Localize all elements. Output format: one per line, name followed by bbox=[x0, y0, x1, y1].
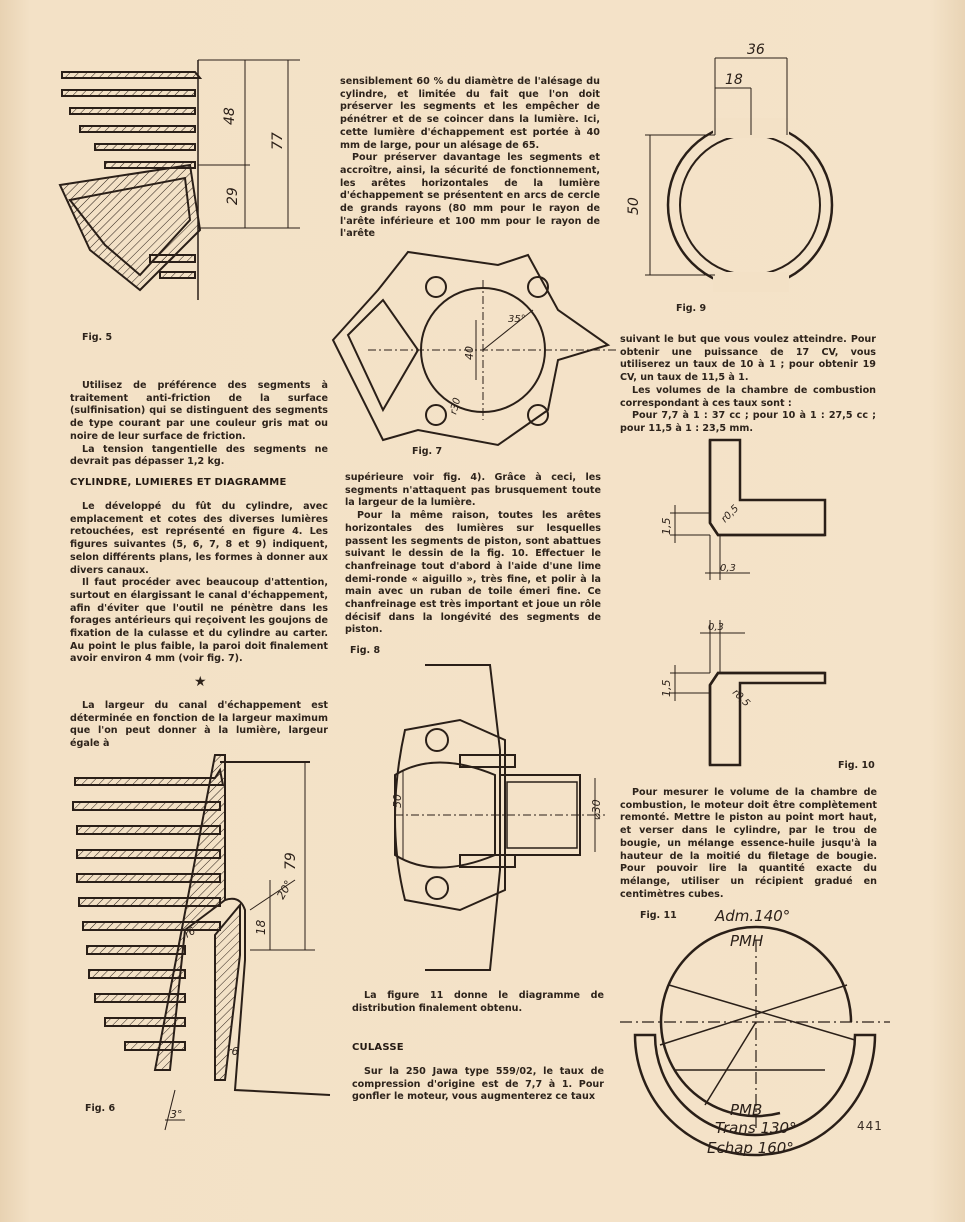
figure-11-caption: Fig. 11 bbox=[640, 910, 677, 921]
figure-10-drawing: 1,5 r0,5 0,3 0,3 1,5 r0,5 bbox=[660, 438, 827, 767]
figure-11-diagram: Adm.140° PMH PMB Trans 130° Echap 160° bbox=[620, 907, 890, 1157]
fig11-label-pmh: PMH bbox=[730, 932, 763, 950]
paragraph: supérieure voir fig. 4). Grâce à ceci, l… bbox=[345, 472, 601, 509]
col1-text-top: Utilisez de préférence des segments à tr… bbox=[70, 380, 328, 469]
fig10-dim-1-5-top: 1,5 bbox=[660, 518, 673, 536]
col2-text-bottom: La figure 11 donne le diagramme de distr… bbox=[352, 990, 604, 1015]
col3-text-top: suivant le but que vous voulez atteindre… bbox=[620, 334, 876, 436]
fig7-dim-35deg: 35° bbox=[508, 314, 526, 325]
paragraph: Sur la 250 Jawa type 559/02, le taux de … bbox=[352, 1066, 604, 1103]
fig6-dim-18: 18 bbox=[254, 919, 268, 935]
paragraph: La figure 11 donne le diagramme de distr… bbox=[352, 990, 604, 1014]
fig10-dim-r0-5-bottom: r0,5 bbox=[730, 687, 752, 709]
fig11-label-echap: Echap 160° bbox=[707, 1139, 794, 1157]
fig5-dim-77: 77 bbox=[270, 132, 286, 150]
figure-9-caption: Fig. 9 bbox=[676, 303, 707, 314]
paragraph: Il faut procéder avec beaucoup d'attenti… bbox=[70, 577, 328, 665]
fig6-dim-r6-bottom: r6 bbox=[227, 1045, 239, 1058]
fig7-dim-r30: r30 bbox=[448, 397, 463, 416]
col2-text-middle: supérieure voir fig. 4). Grâce à ceci, l… bbox=[345, 472, 601, 637]
fig11-label-pmb: PMB bbox=[730, 1101, 762, 1119]
paragraph: Utilisez de préférence des segments à tr… bbox=[70, 380, 328, 442]
paragraph: sensiblement 60 % du diamètre de l'alésa… bbox=[340, 76, 600, 151]
paragraph: Les volumes de la chambre de combustion … bbox=[620, 384, 876, 409]
paragraph: Le développé du fût du cylindre, avec em… bbox=[70, 501, 328, 576]
figure-9-drawing: 36 18 50 bbox=[626, 42, 834, 292]
fig9-dim-18: 18 bbox=[725, 72, 743, 88]
fig5-dim-29: 29 bbox=[225, 187, 241, 205]
fig11-label-adm: Adm.140° bbox=[714, 907, 790, 925]
paragraph: La largeur du canal d'échappement est dé… bbox=[70, 700, 328, 750]
fig5-dim-48: 48 bbox=[222, 107, 238, 125]
figure-8-caption: Fig. 8 bbox=[350, 645, 381, 656]
figure-7-drawing: 35° 40 r30 bbox=[331, 250, 618, 447]
figure-6-drawing: 79 20° 18 r6 r6 3° bbox=[72, 754, 331, 1131]
star-separator: ★ bbox=[194, 674, 207, 690]
fig6-dim-3deg: 3° bbox=[170, 1108, 183, 1121]
col1-text-body: Le développé du fût du cylindre, avec em… bbox=[70, 501, 328, 666]
fig8-dim-dia30: ⌀30 bbox=[590, 799, 603, 820]
fig10-dim-0-3-top: 0,3 bbox=[720, 563, 736, 574]
fig10-dim-0-3-bottom: 0,3 bbox=[708, 622, 724, 633]
paragraph: Pour la même raison, toutes les arêtes h… bbox=[345, 510, 601, 636]
col1-text-bottom: La largeur du canal d'échappement est dé… bbox=[70, 700, 328, 751]
col3-text-bottom: Pour mesurer le volume de la chambre de … bbox=[620, 787, 877, 901]
fig6-dim-r6-top: r6 bbox=[183, 926, 198, 941]
figure-5-drawing: 48 77 29 bbox=[58, 59, 300, 300]
fig7-dim-40: 40 bbox=[463, 346, 476, 360]
paragraph: Pour 7,7 à 1 : 37 cc ; pour 10 à 1 : 27,… bbox=[620, 410, 876, 434]
heading-culasse: CULASSE bbox=[352, 1042, 404, 1053]
figure-5-caption: Fig. 5 bbox=[82, 332, 113, 343]
paragraph: Pour préserver davantage les segments et… bbox=[340, 152, 600, 240]
col2-text-culasse: Sur la 250 Jawa type 559/02, le taux de … bbox=[352, 1066, 604, 1104]
page-number: 441 bbox=[857, 1119, 883, 1133]
fig6-dim-79: 79 bbox=[283, 852, 299, 870]
col2-text-top: sensiblement 60 % du diamètre de l'alésa… bbox=[340, 76, 600, 241]
paragraph: La tension tangentielle des segments ne … bbox=[70, 443, 328, 468]
fig10-dim-1-5-bottom: 1,5 bbox=[660, 680, 673, 698]
figure-7-caption: Fig. 7 bbox=[412, 446, 443, 457]
figure-10-caption: Fig. 10 bbox=[838, 760, 875, 771]
fig8-dim-50: 50 bbox=[391, 794, 404, 808]
fig10-dim-r0-5-top: r0,5 bbox=[719, 503, 741, 525]
paragraph: Pour mesurer le volume de la chambre de … bbox=[620, 787, 877, 900]
fig11-label-trans: Trans 130° bbox=[715, 1119, 797, 1137]
figure-6-caption: Fig. 6 bbox=[85, 1103, 116, 1114]
fig9-dim-36: 36 bbox=[747, 42, 765, 58]
fig9-dim-50: 50 bbox=[626, 197, 642, 215]
heading-cylindre: CYLINDRE, LUMIERES ET DIAGRAMME bbox=[70, 477, 287, 488]
figure-8-drawing: 50 ⌀30 bbox=[391, 664, 605, 971]
paragraph: suivant le but que vous voulez atteindre… bbox=[620, 334, 876, 384]
